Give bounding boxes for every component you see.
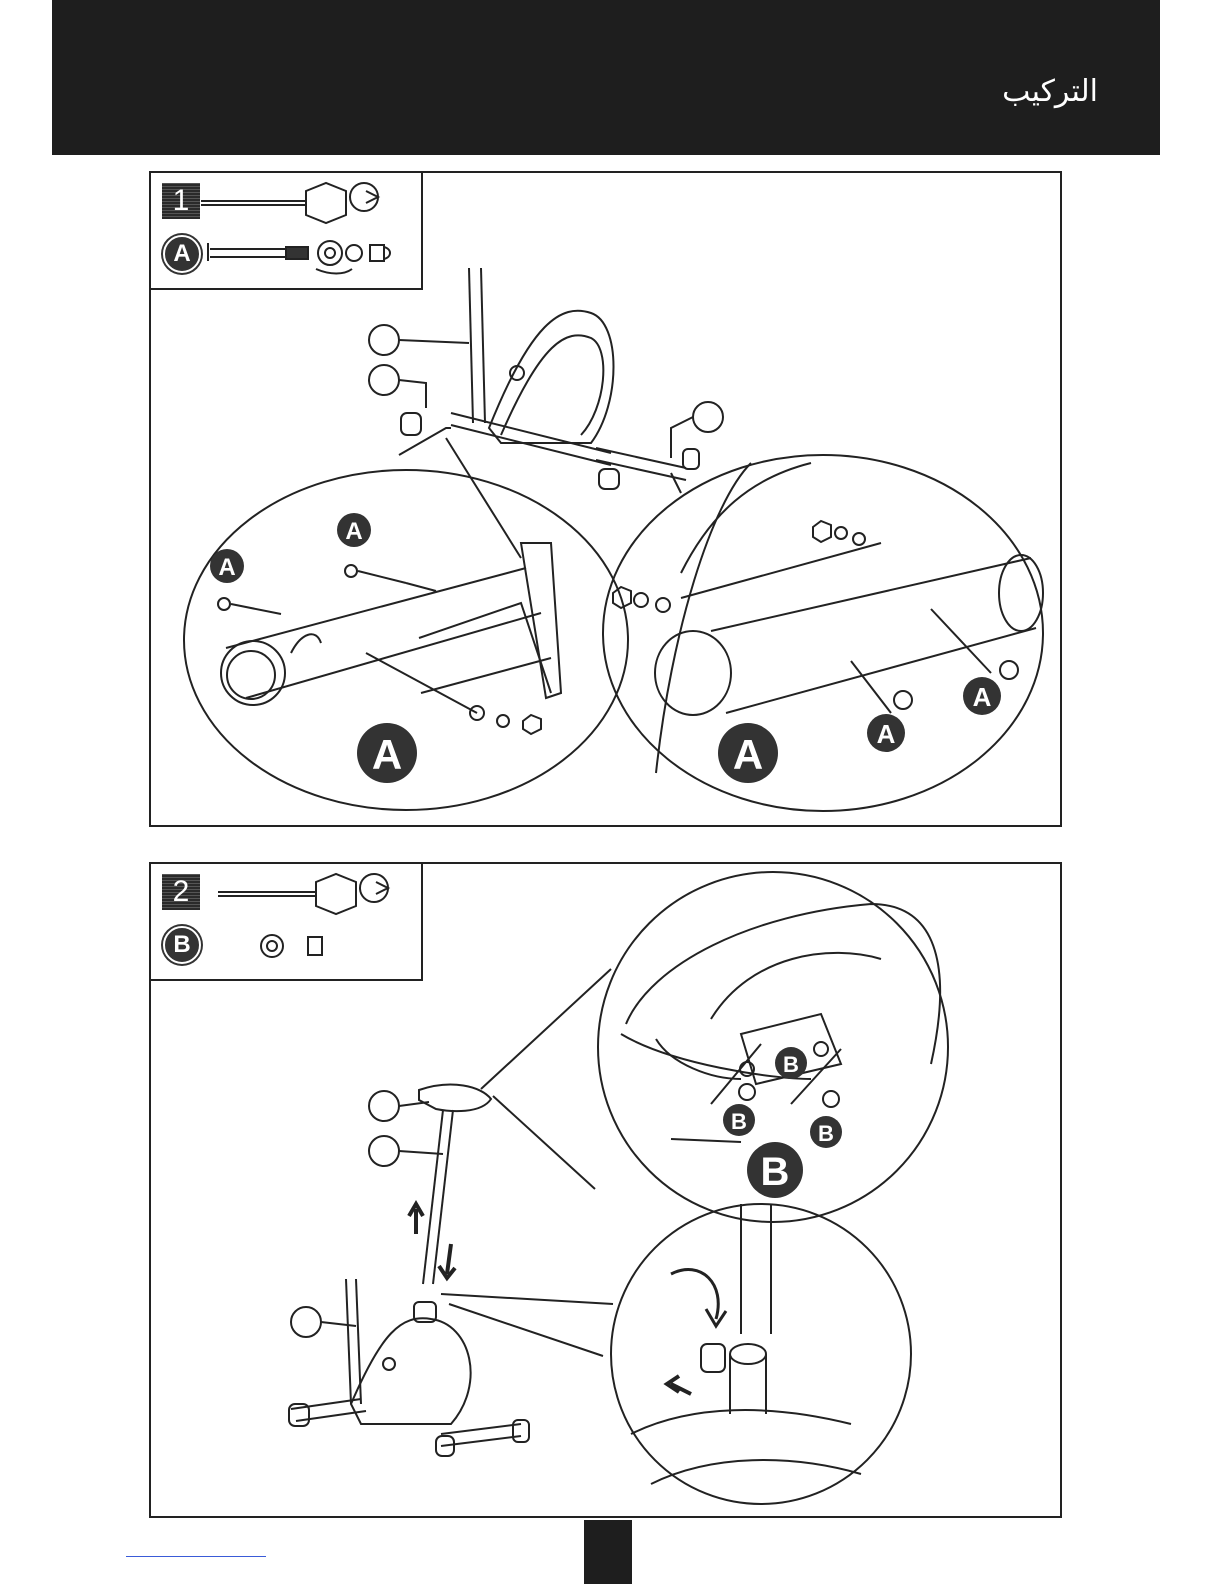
page-header: التركيب [52,0,1160,155]
callout-badge-a-label: A [372,731,402,778]
callout-badge-a-label: A [973,682,992,712]
bike-body-housing [489,311,614,443]
right-tube-end-cap [655,631,731,715]
callout-badge-a-label: A [877,719,896,749]
zoom-right-detail [603,455,1043,811]
seat-post [423,1110,443,1284]
callout-badge-b-label: B [818,1121,834,1146]
callout-badge-b-label: B [731,1109,747,1134]
callout-badge-a-label: A [733,731,763,778]
callout-badge-b-label: B [761,1150,790,1194]
footer-link-underline [126,1556,266,1557]
zoom-knob-detail [611,1204,911,1504]
page-title: التركيب [1002,74,1098,109]
seat [419,1085,491,1112]
callout-badge-b-label: B [783,1052,799,1077]
step-number-badge: 1 [162,183,200,219]
tool-wrench-icon [196,173,426,283]
page-footer-tab [584,1520,632,1584]
step-1-panel: A A A A A A 1 [149,171,1062,827]
seat-post-tube [469,268,473,423]
callout-badge-a-label: A [218,554,235,581]
step-number-badge: 2 [162,874,200,910]
step-2-panel: B B B B 2 B [149,862,1062,1518]
callout-circle-2 [369,365,399,395]
callout-badge-a-label: A [345,518,362,545]
step-1-parts-box: 1 A [151,173,423,290]
step-2-parts-box: 2 B [151,864,423,981]
tool-wrench-icon [196,864,426,974]
part-a-badge: A [163,235,201,273]
callout-circle-1 [369,325,399,355]
part-b-badge: B [163,926,201,964]
callout-circle-3 [693,402,723,432]
